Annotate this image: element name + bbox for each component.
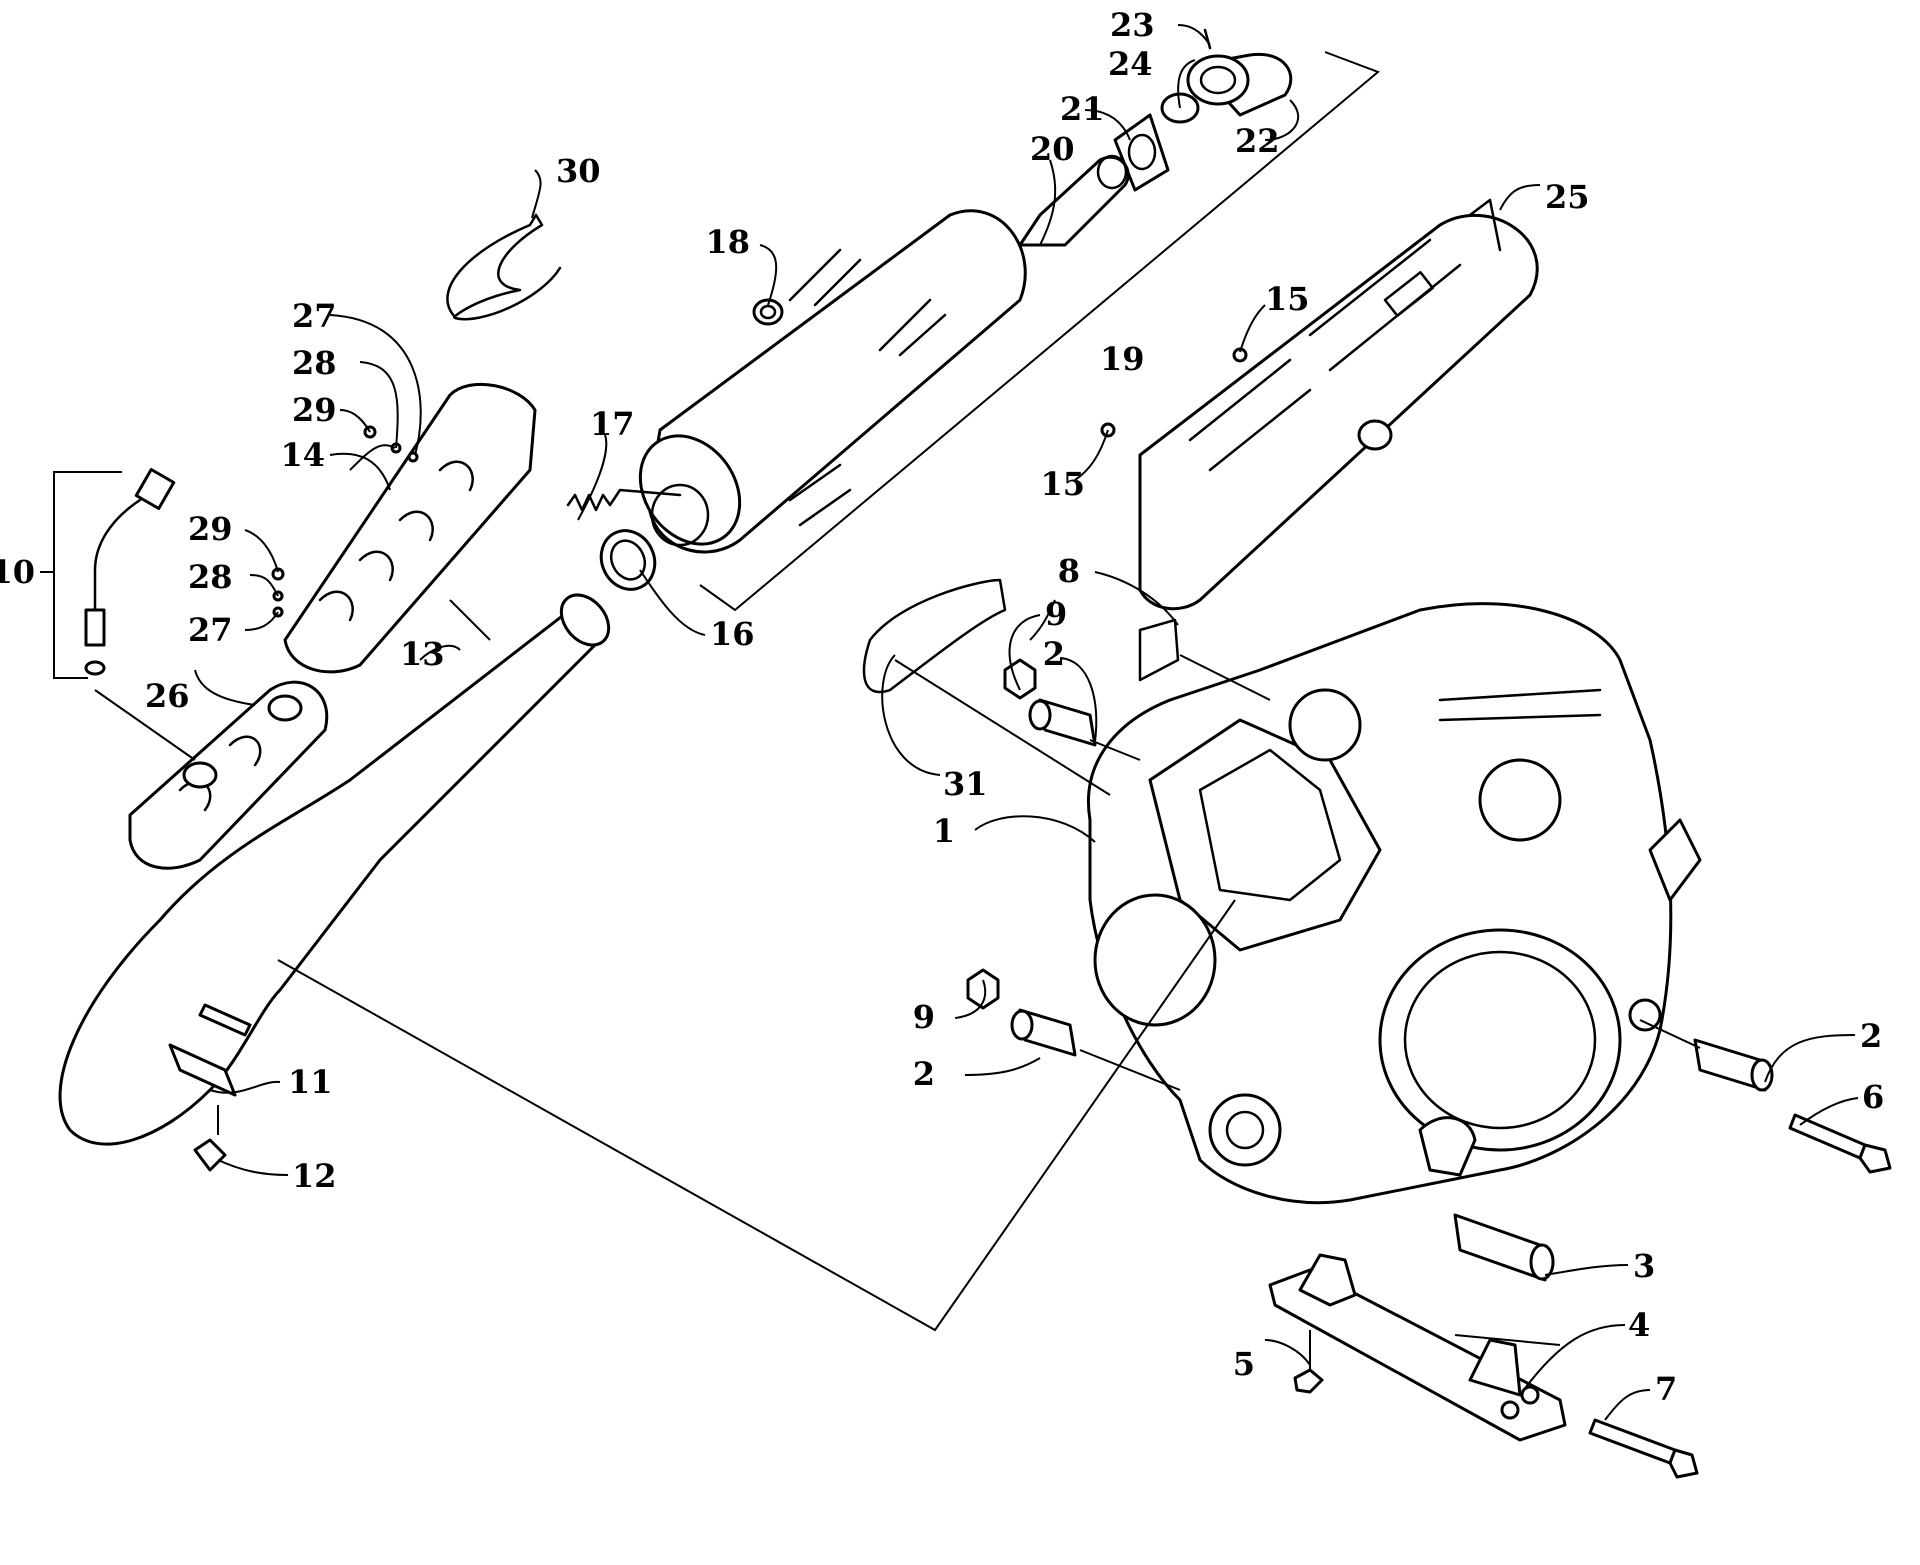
part-oxygen-sensor	[84, 468, 176, 676]
part-hardware-lower	[271, 567, 285, 618]
callout-labels: 1 2 2 2 3 4 5 6 7 8 9 9 10 11 12 13 14 1…	[0, 6, 1884, 1408]
callout-26: 26	[145, 677, 190, 715]
part-seal-ring	[599, 529, 657, 591]
callout-30: 30	[556, 152, 601, 190]
part-mount-bolt-5	[1293, 1368, 1324, 1394]
callout-25: 25	[1545, 178, 1590, 216]
callout-10: 10	[0, 553, 35, 591]
callout-12: 12	[292, 1157, 337, 1195]
callout-15b: 15	[1040, 465, 1085, 503]
callout-31: 31	[943, 765, 988, 803]
callout-27a: 27	[292, 297, 337, 335]
part-bushing-lower	[1453, 1213, 1555, 1282]
callout-2c: 2	[1860, 1017, 1882, 1055]
callout-7: 7	[1655, 1370, 1677, 1408]
callout-1: 1	[933, 812, 955, 850]
part-muffler-heat-shield	[1138, 198, 1539, 611]
callout-3: 3	[1633, 1247, 1655, 1285]
callout-8: 8	[1058, 552, 1080, 590]
callout-18: 18	[705, 223, 750, 261]
part-bushing-mid	[1010, 1008, 1077, 1057]
callout-23: 23	[1110, 6, 1155, 44]
callout-19: 19	[1100, 340, 1145, 378]
leader-lines	[194, 24, 1859, 1421]
callout-4: 4	[1628, 1306, 1650, 1344]
part-bolt-6	[1788, 1113, 1892, 1174]
callout-11: 11	[288, 1063, 333, 1101]
part-engine-shield-31	[862, 578, 1007, 694]
part-exhaust-elbow	[1160, 28, 1293, 124]
part-hardware-upper	[363, 425, 419, 463]
part-flange	[168, 1003, 252, 1097]
callout-14: 14	[280, 436, 325, 474]
part-engine	[1087, 602, 1702, 1205]
assembly-lines	[40, 51, 1701, 1370]
part-bolt-7	[1588, 1418, 1699, 1479]
part-engine-shield-8	[1138, 618, 1180, 682]
callout-29b: 29	[188, 510, 233, 548]
part-head-pipe-heat-shield	[283, 382, 537, 674]
part-lower-heat-shield	[128, 680, 329, 870]
part-flange-bolt	[193, 1138, 227, 1172]
callout-15a: 15	[1265, 280, 1310, 318]
callout-21: 21	[1060, 90, 1105, 128]
part-strap	[446, 213, 562, 321]
callout-27b: 27	[188, 611, 233, 649]
callout-13: 13	[400, 635, 445, 673]
callout-29a: 29	[292, 391, 337, 429]
callout-9b: 9	[913, 998, 935, 1036]
part-spark-arrestor	[1018, 154, 1130, 247]
part-nut-upper	[1003, 658, 1037, 700]
callout-17: 17	[590, 405, 635, 443]
callout-2b: 2	[913, 1055, 935, 1093]
part-bushing-upper	[1028, 698, 1097, 747]
callout-24: 24	[1108, 45, 1153, 83]
callout-28b: 28	[188, 558, 233, 596]
part-exhaust-pipe	[58, 593, 611, 1146]
callout-28a: 28	[292, 344, 337, 382]
part-nut-mid	[966, 968, 1000, 1010]
callout-16: 16	[710, 615, 755, 653]
part-bushing-right	[1693, 1038, 1774, 1092]
callout-9a: 9	[1045, 595, 1067, 633]
callout-22: 22	[1235, 122, 1280, 160]
callout-2a: 2	[1043, 635, 1065, 673]
part-engine-mount	[1268, 1253, 1567, 1442]
callout-6: 6	[1862, 1078, 1884, 1116]
part-spring	[566, 488, 682, 512]
callout-20: 20	[1030, 130, 1075, 168]
callout-5: 5	[1233, 1345, 1255, 1383]
part-grommet	[752, 298, 784, 326]
part-muffler	[638, 209, 1027, 554]
